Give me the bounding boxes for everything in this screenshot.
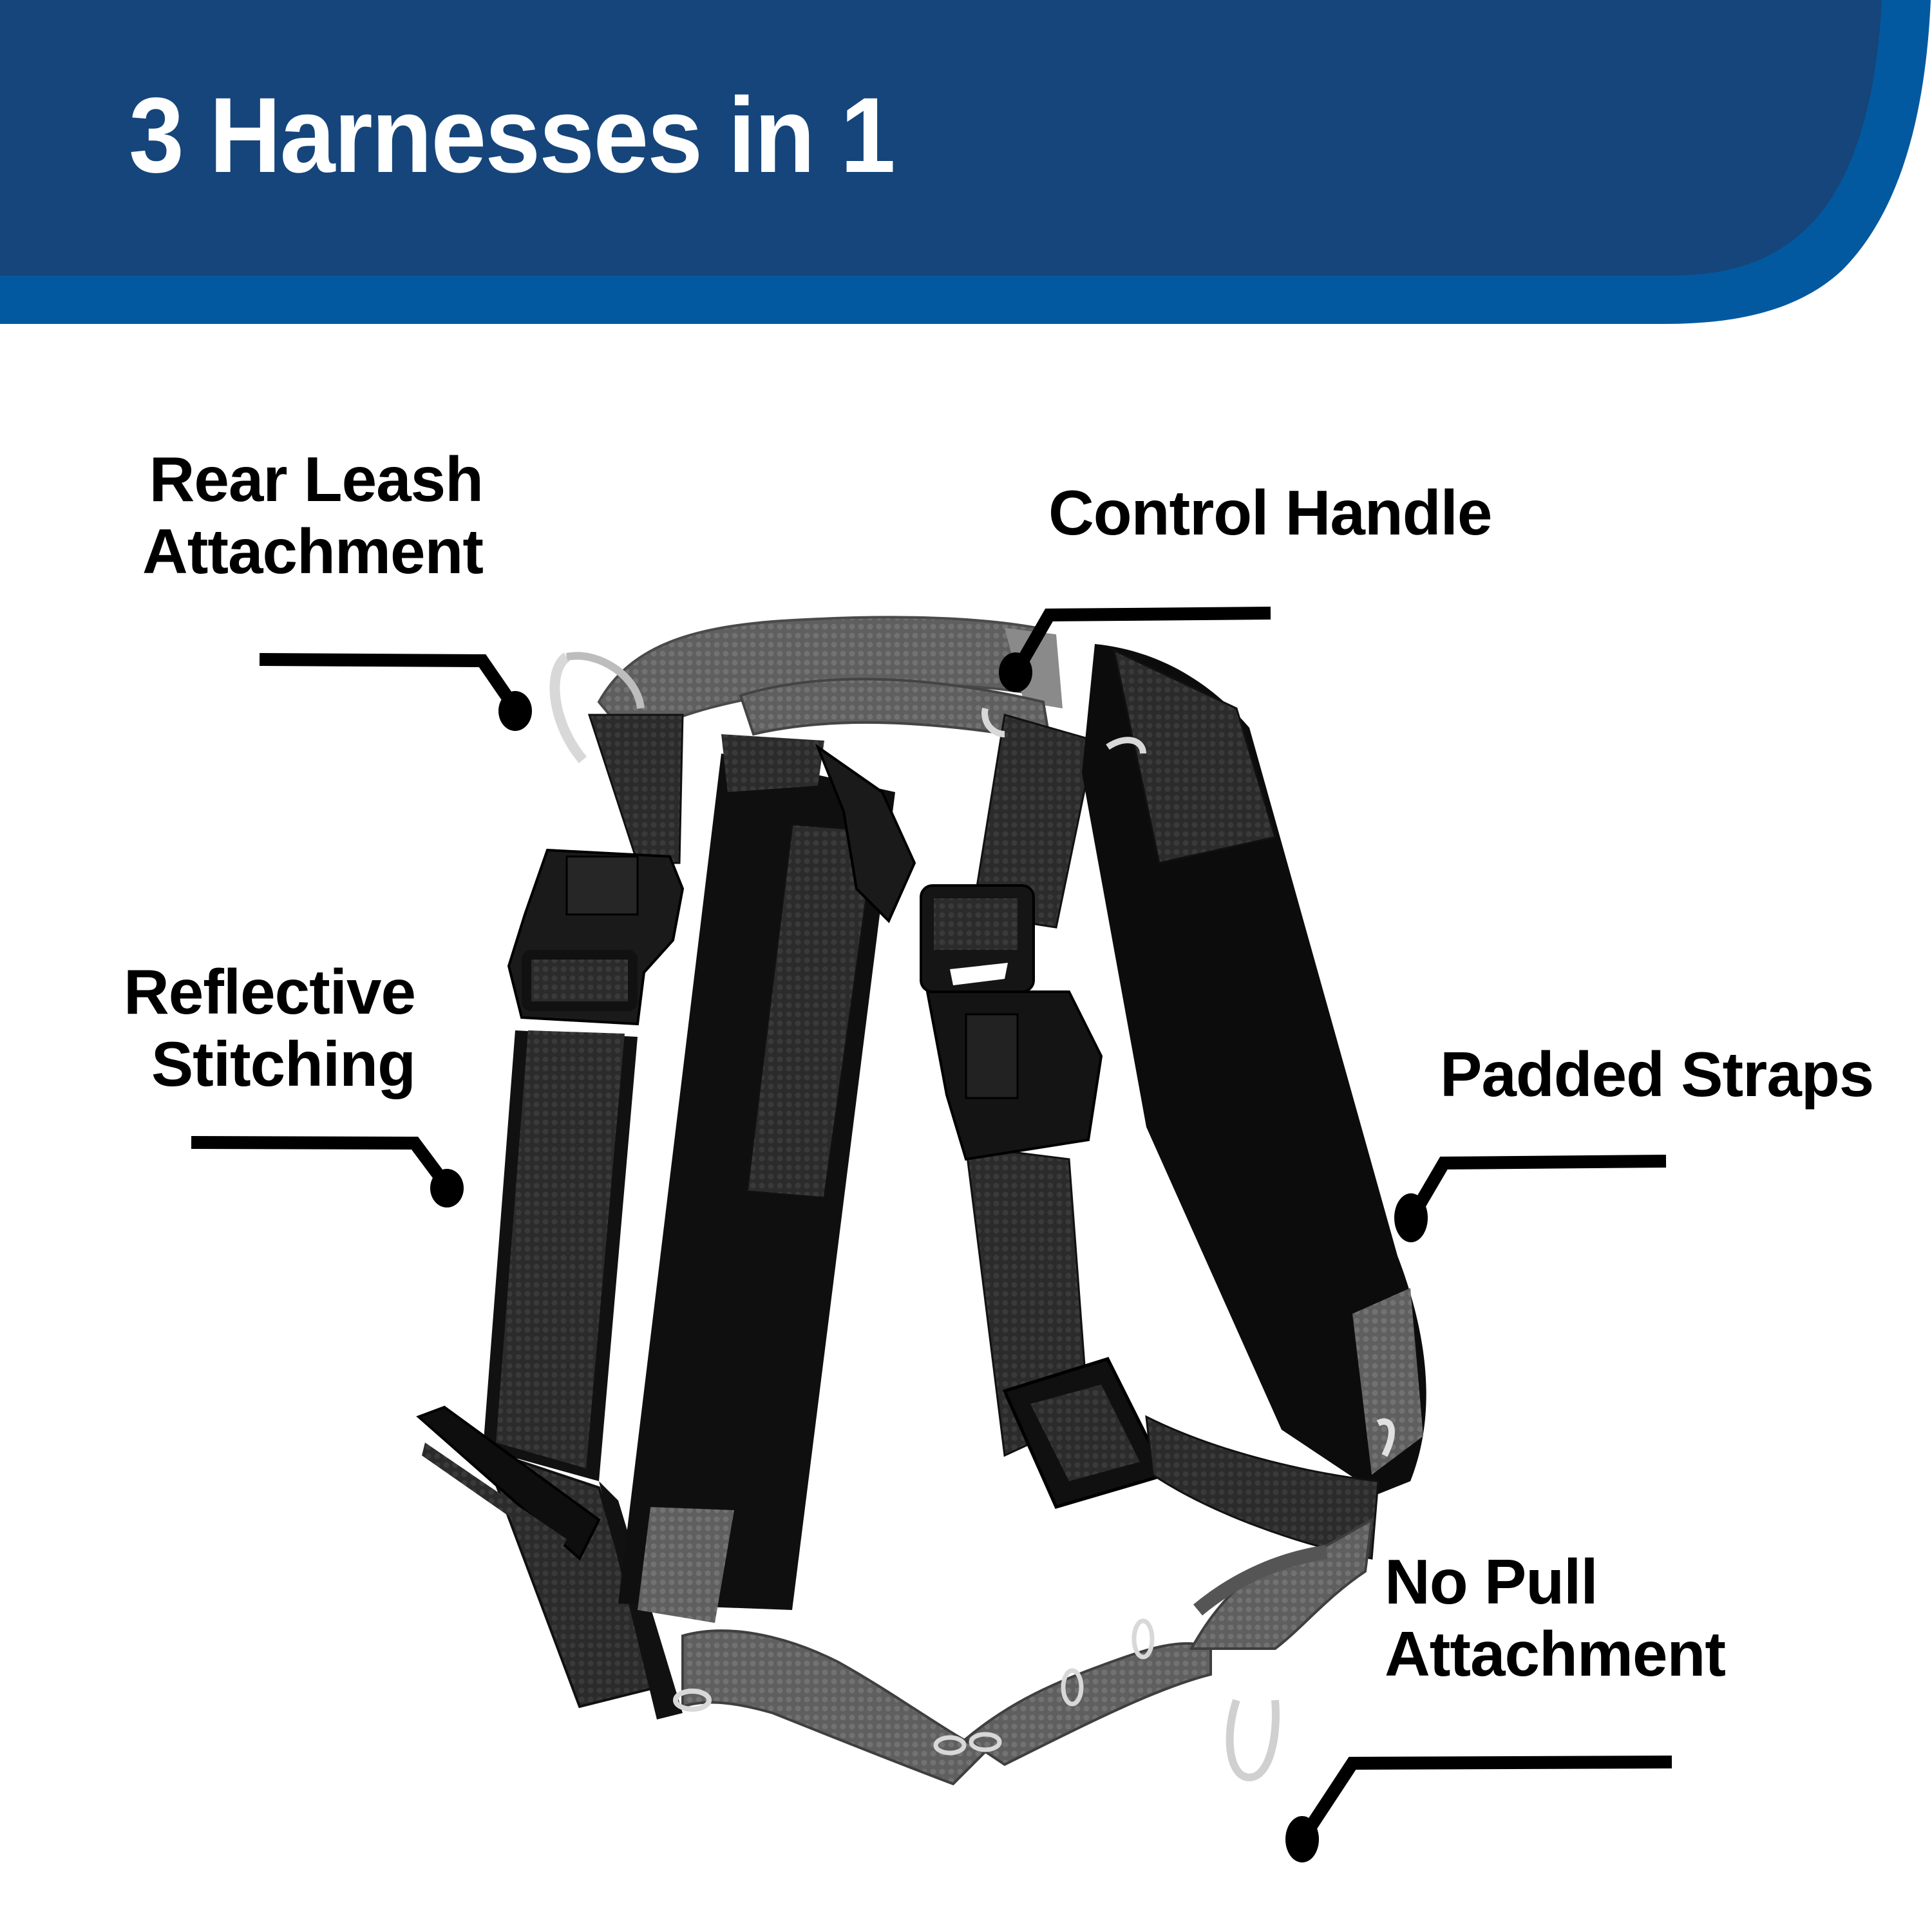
callout-text-line: Rear Leash	[149, 444, 484, 515]
callout-text-line: No Pull	[1385, 1546, 1598, 1617]
left-inner-padded-strap	[618, 734, 895, 1623]
top-o-rings	[981, 707, 1395, 1457]
rear-d-ring	[549, 652, 645, 764]
left-slide-adjuster	[416, 1405, 601, 1561]
callout-text-line: Reflective	[123, 956, 416, 1027]
center-clip	[815, 743, 916, 923]
callout-text-line: Padded Straps	[1440, 1039, 1874, 1110]
callout-text-line: Stitching	[151, 1028, 416, 1099]
header-primary-band	[0, 0, 1882, 276]
front-d-ring	[1226, 1699, 1280, 1782]
belly-strap	[681, 1517, 1374, 1786]
callout-no-pull-attachment: No Pull Attachment	[1385, 1546, 1726, 1690]
page-title: 3 Harnesses in 1	[129, 76, 896, 195]
callout-padded-straps: Padded Straps	[1440, 1038, 1874, 1110]
callout-text-line: Control Handle	[1048, 477, 1492, 548]
left-side-release-buckle	[507, 848, 685, 1026]
callout-rear-leash-attachment: Rear Leash Attachment	[135, 443, 484, 587]
callout-text-line: Attachment	[1385, 1618, 1726, 1689]
callout-text-line: Attachment	[142, 516, 484, 587]
bottom-rings	[673, 1618, 1155, 1756]
header-banner	[0, 0, 1931, 324]
right-padded-strap	[1082, 644, 1426, 1560]
right-slide-adjuster	[1002, 1356, 1168, 1510]
callout-control-handle: Control Handle	[1048, 477, 1492, 549]
callout-reflective-stitching: Reflective Stitching	[122, 956, 416, 1100]
right-side-release-buckle	[920, 884, 1103, 1161]
